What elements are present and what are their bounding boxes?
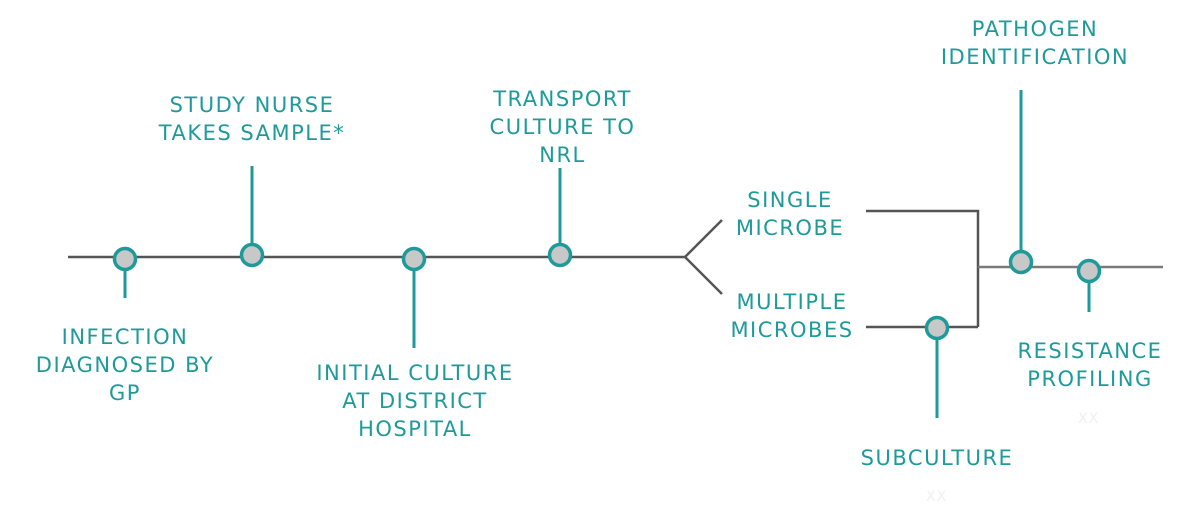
node-resistance bbox=[1076, 258, 1102, 284]
node-pathogen bbox=[1008, 249, 1034, 275]
label-single-microbe: SINGLE MICROBE bbox=[735, 188, 845, 240]
label-transport: TRANSPORT CULTURE TO NRL bbox=[489, 87, 636, 167]
node-infection bbox=[112, 246, 138, 272]
branch-line-single bbox=[684, 219, 723, 258]
faint-mark-1: XX bbox=[1078, 411, 1100, 427]
label-subculture: SUBCULTURE bbox=[860, 446, 1014, 470]
node-study-nurse bbox=[239, 242, 265, 268]
branch-line-multiple bbox=[684, 256, 723, 295]
label-study-nurse: STUDY NURSE TAKES SAMPLE* bbox=[158, 93, 346, 145]
node-transport bbox=[547, 242, 573, 268]
single-microbe-path bbox=[866, 209, 980, 327]
node-initial-culture bbox=[401, 246, 427, 272]
label-infection: INFECTION DIAGNOSED BY GP bbox=[35, 325, 215, 405]
node-subculture bbox=[924, 315, 950, 341]
label-pathogen-identification: PATHOGEN IDENTIFICATION bbox=[940, 17, 1130, 69]
label-multiple-microbes: MULTIPLE MICROBES bbox=[730, 290, 854, 342]
label-resistance-profiling: RESISTANCE PROFILING bbox=[1017, 339, 1163, 391]
faint-mark-2: XX bbox=[926, 489, 948, 505]
label-initial-culture: INITIAL CULTURE AT DISTRICT HOSPITAL bbox=[316, 361, 514, 441]
